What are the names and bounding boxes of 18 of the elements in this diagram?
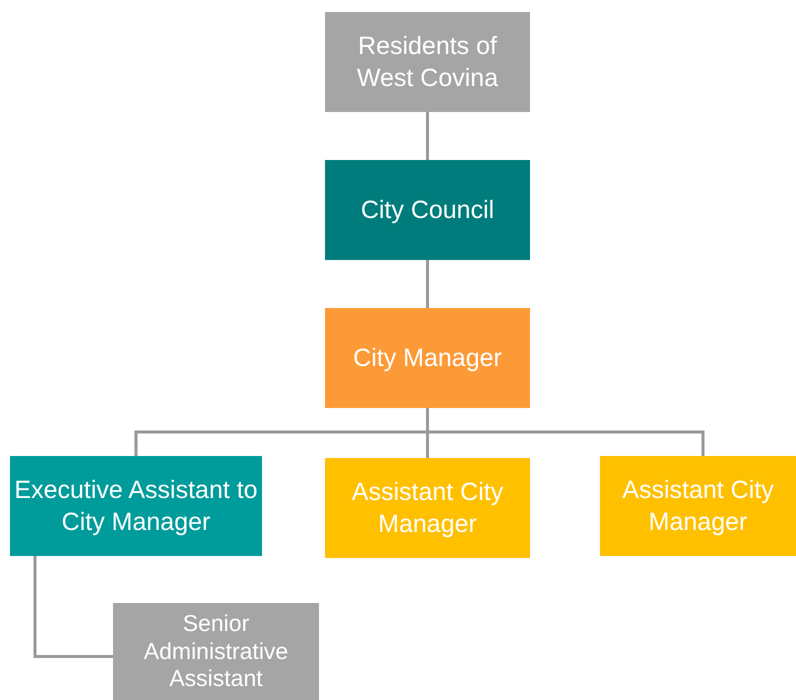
role-title: Assistant City Manager	[350, 476, 504, 540]
role-title: Residents of West Covina	[356, 30, 500, 94]
connector-line	[426, 408, 704, 456]
connector-line	[426, 260, 429, 308]
role-title: City Manager	[353, 342, 502, 374]
org-box	[600, 456, 796, 556]
org-box	[113, 603, 319, 700]
role-title: City Council	[360, 194, 494, 226]
org-box	[10, 456, 262, 556]
role-title: Senior Administrative Assistant	[142, 610, 290, 693]
role-title: Executive Assistant to City Manager	[14, 474, 258, 538]
role-title: Assistant City Manager	[621, 474, 775, 538]
connector-line	[426, 112, 429, 160]
org-box	[325, 160, 530, 260]
org-box	[325, 458, 530, 558]
org-box	[325, 12, 530, 112]
connector-line	[34, 556, 113, 658]
org-box	[325, 308, 530, 408]
